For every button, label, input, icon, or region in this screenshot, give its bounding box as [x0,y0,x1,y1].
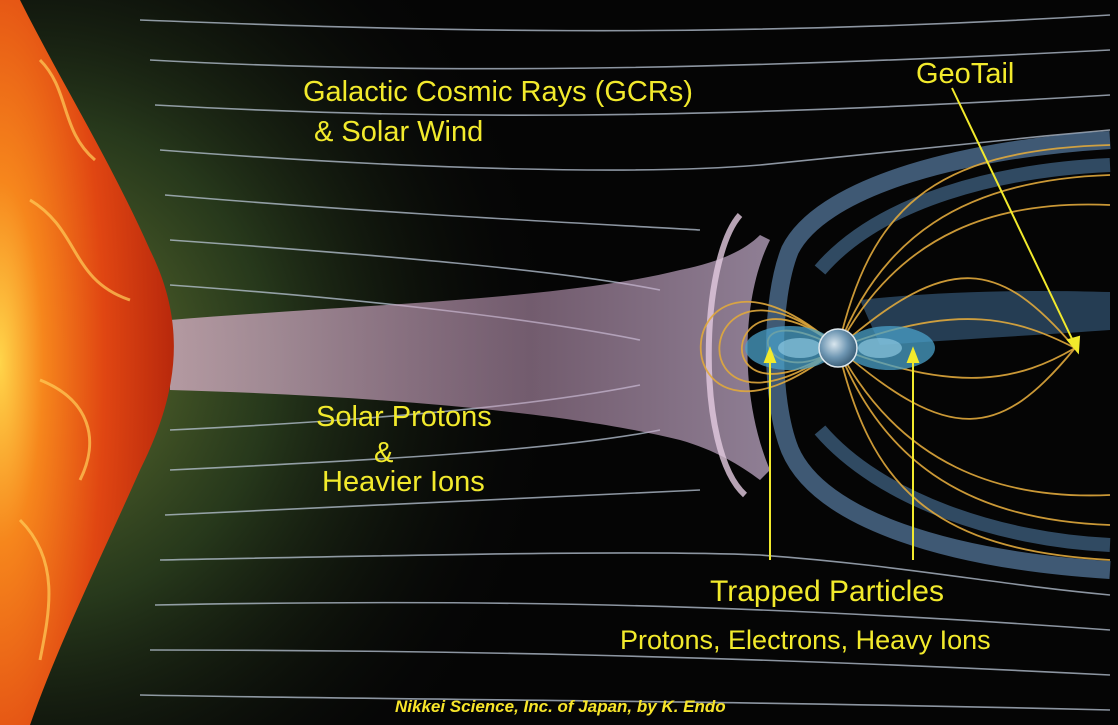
label-pointers [763,87,1081,560]
inner-belt-right [858,338,902,358]
geotail-label: GeoTail [916,58,1015,90]
bow-shock [705,213,748,498]
heavier-ions-label: Heavier Ions [322,466,485,498]
trapped-species-label: Protons, Electrons, Heavy Ions [620,625,991,655]
magnetotail-upper [814,158,1111,275]
gcr-label: Galactic Cosmic Rays (GCRs) [303,76,693,108]
trapped-particles-label: Trapped Particles [710,575,944,608]
sun [0,0,174,725]
solar-wind-label: & Solar Wind [314,116,484,148]
solar-plasma-stream [170,235,770,480]
image-credit: Nikkei Science, Inc. of Japan, by K. End… [395,697,726,716]
magnetotail-lower [814,425,1111,552]
inner-belt-left [778,338,822,358]
earth [818,328,858,368]
sun-flares [18,58,131,661]
solar-protons-label: Solar Protons [316,401,492,433]
solar-protons-ampersand: & [374,437,394,469]
plasma-sheet [860,290,1110,345]
